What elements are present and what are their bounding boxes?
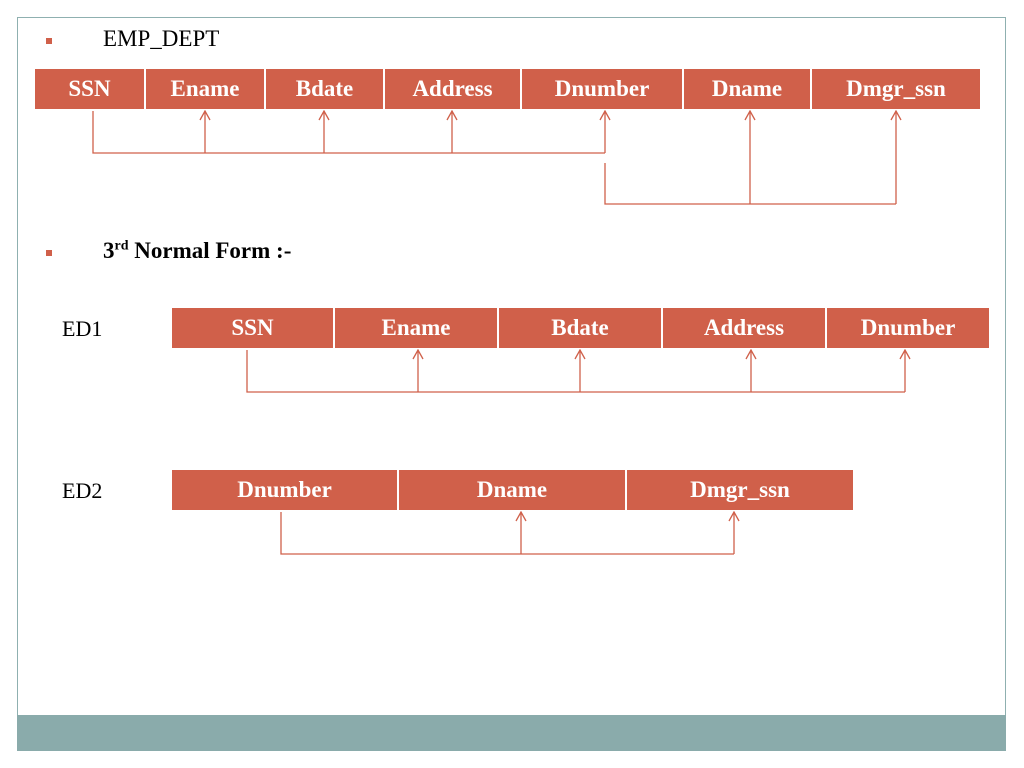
- ed2-label: ED2: [62, 478, 103, 503]
- ed2-col-dmgr-ssn: Dmgr_ssn: [627, 470, 853, 510]
- emp-dept-col-dnumber: Dnumber: [522, 69, 684, 109]
- emp-dept-heading: EMP_DEPT: [103, 26, 220, 51]
- ed1-label: ED1: [62, 316, 103, 341]
- ed1-col-ssn: SSN: [172, 308, 335, 348]
- emp-dept-table: SSN Ename Bdate Address Dnumber Dname Dm…: [35, 69, 980, 109]
- heading-number: 3: [103, 238, 115, 263]
- heading-suffix: rd: [114, 238, 129, 254]
- bullet-marker: [46, 38, 52, 44]
- heading-rest: Normal Form :-: [128, 238, 292, 263]
- emp-dept-col-dname: Dname: [684, 69, 812, 109]
- emp-dept-col-address: Address: [385, 69, 522, 109]
- emp-dept-col-ssn: SSN: [35, 69, 146, 109]
- ed1-col-ename: Ename: [335, 308, 499, 348]
- ed2-table: Dnumber Dname Dmgr_ssn: [172, 470, 853, 510]
- ed1-table: SSN Ename Bdate Address Dnumber: [172, 308, 989, 348]
- ed2-col-dnumber: Dnumber: [172, 470, 399, 510]
- ed1-col-address: Address: [663, 308, 827, 348]
- emp-dept-col-ename: Ename: [146, 69, 266, 109]
- ed2-col-dname: Dname: [399, 470, 627, 510]
- footer-band: [17, 715, 1006, 751]
- bullet-marker: [46, 250, 52, 256]
- ed1-col-bdate: Bdate: [499, 308, 663, 348]
- ed1-col-dnumber: Dnumber: [827, 308, 989, 348]
- emp-dept-col-bdate: Bdate: [266, 69, 385, 109]
- emp-dept-col-dmgr-ssn: Dmgr_ssn: [812, 69, 980, 109]
- slide-frame: [17, 17, 1006, 751]
- third-normal-form-heading: 3rd Normal Form :-: [103, 238, 291, 264]
